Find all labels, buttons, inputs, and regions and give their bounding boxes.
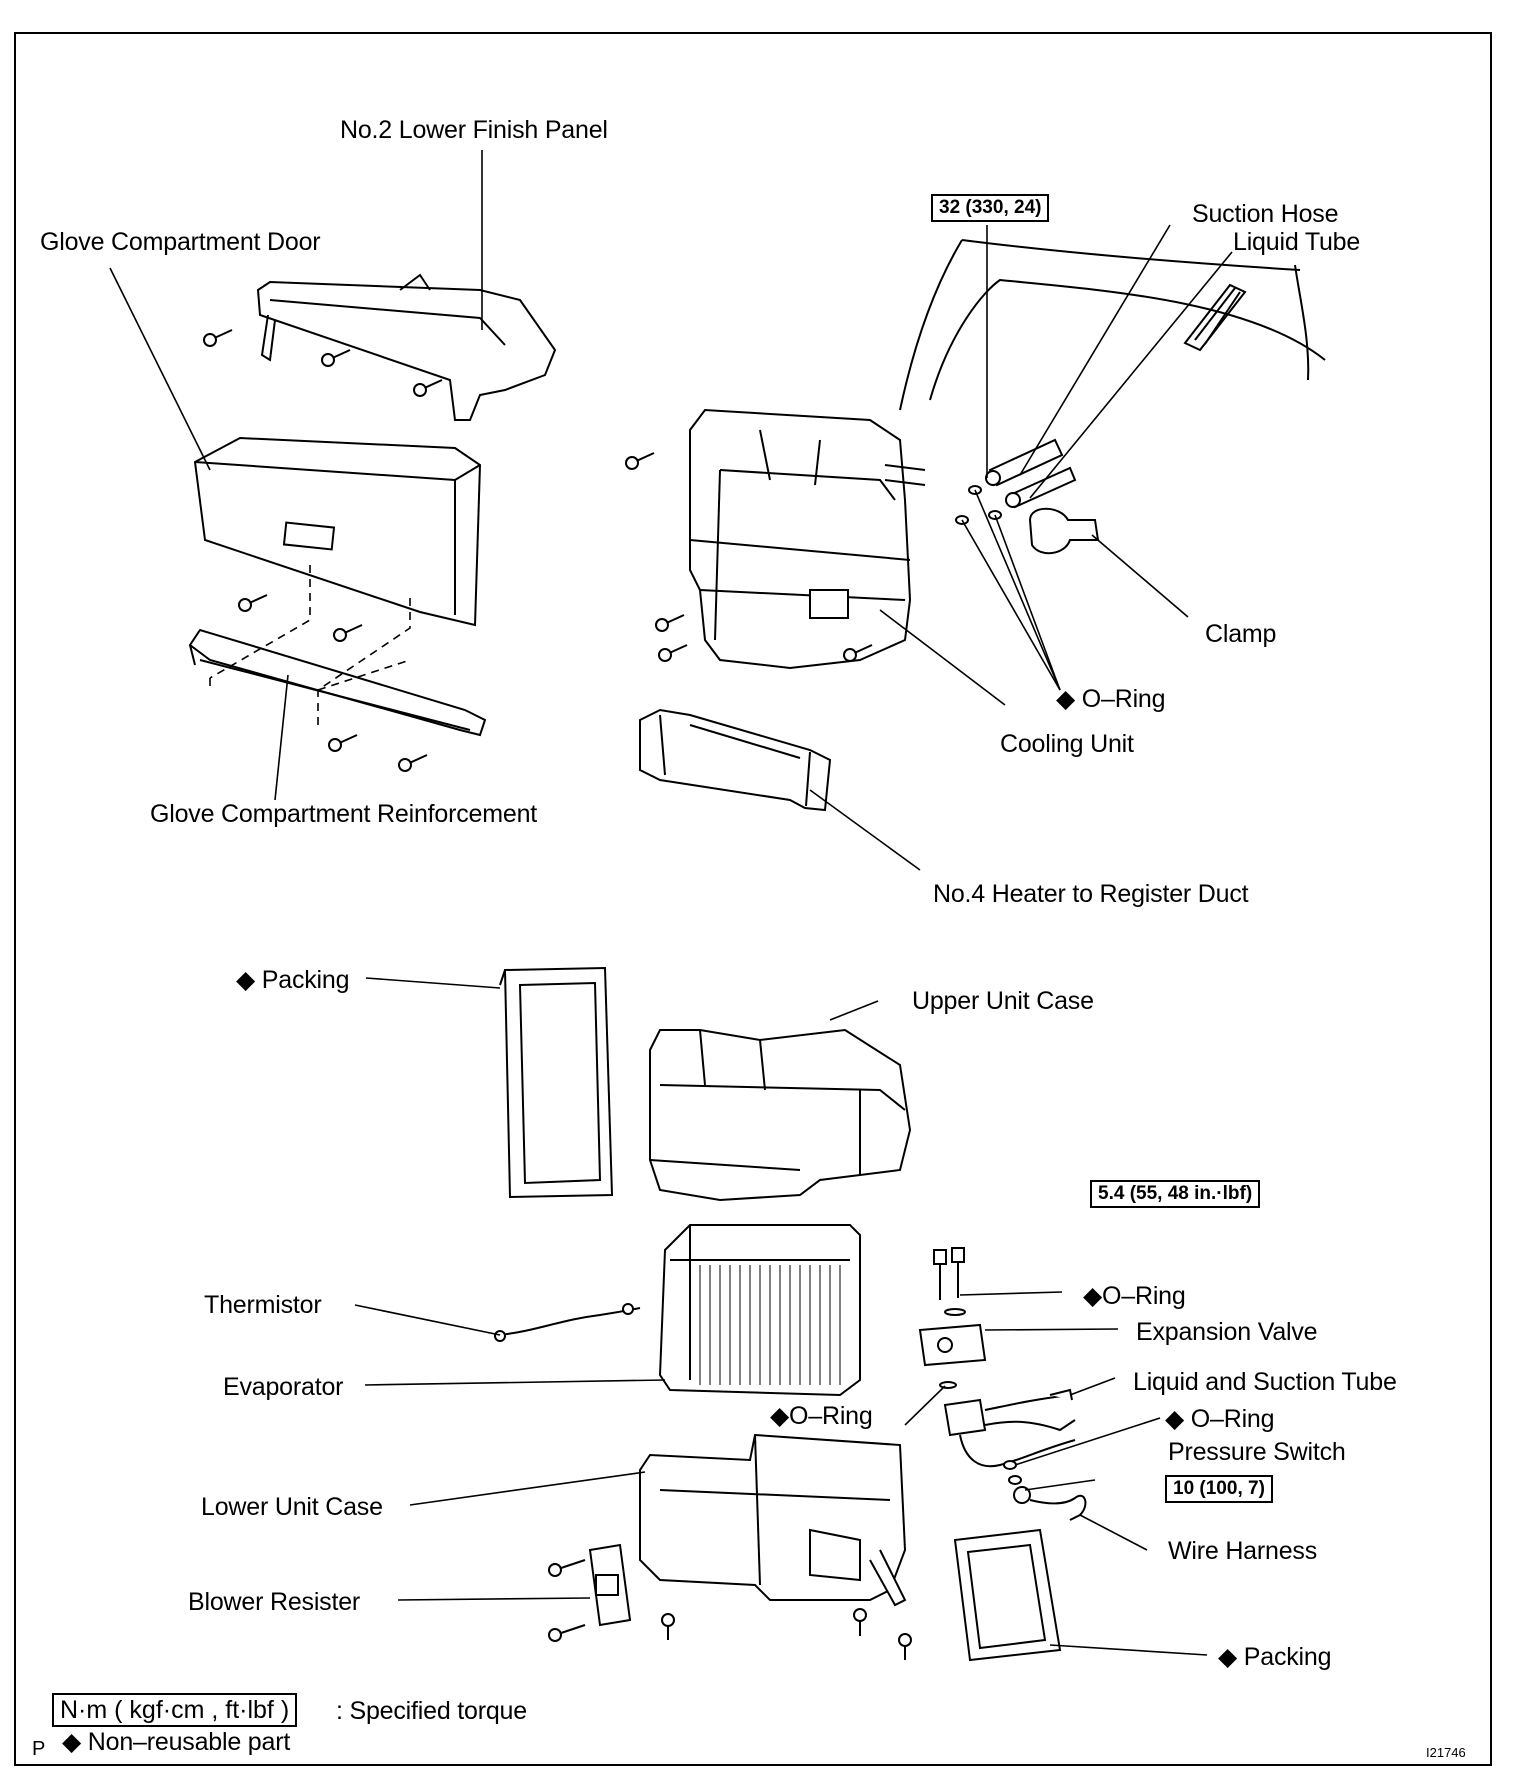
o-rings-top: [955, 485, 1002, 525]
label-glove-compartment-reinforcement: Glove Compartment Reinforcement: [150, 800, 538, 828]
evaporator-drawing: [658, 1224, 861, 1397]
label-cooling-unit: Cooling Unit: [1000, 730, 1134, 758]
legend-torque-description: : Specified torque: [336, 1697, 527, 1725]
label-o-ring-switch: ◆ O–Ring: [1165, 1405, 1275, 1433]
glove-compartment-reinforcement-drawing: [188, 628, 487, 737]
no2-lower-finish-panel-drawing: [256, 273, 557, 421]
label-o-ring-mid: ◆O–Ring: [770, 1402, 873, 1430]
suction-liquid-tube-drawing: [985, 438, 1077, 509]
figure-id: I21746: [1426, 1745, 1466, 1760]
torque-box-cooling-unit: 32 (330, 24): [931, 194, 1050, 222]
glove-compartment-door-drawing: [193, 436, 482, 627]
label-liquid-and-suction-tube: Liquid and Suction Tube: [1133, 1368, 1397, 1396]
lower-unit-case-drawing: [639, 1433, 907, 1607]
label-lower-unit-case: Lower Unit Case: [201, 1493, 383, 1521]
screws-lower: [548, 1559, 912, 1660]
thermistor-drawing: [494, 1303, 641, 1342]
label-o-ring-top: ◆ O–Ring: [1056, 685, 1166, 713]
label-no2-lower-finish-panel: No.2 Lower Finish Panel: [340, 116, 608, 144]
legend-non-reusable: ◆ Non–reusable part: [62, 1728, 291, 1756]
torque-box-pressure-switch: 10 (100, 7): [1165, 1475, 1273, 1503]
blower-resister-drawing: [588, 1543, 632, 1627]
screws-cooling: [625, 452, 873, 662]
upper-unit-case-drawing: [649, 1028, 912, 1202]
label-packing-top: ◆ Packing: [236, 966, 350, 994]
leader-lines: [109, 150, 1233, 1656]
liquid-suction-tube-drawing: [939, 1381, 1076, 1485]
label-pressure-switch: Pressure Switch: [1168, 1438, 1346, 1466]
label-blower-resister: Blower Resister: [188, 1588, 361, 1616]
screws-glove: [203, 329, 443, 772]
label-expansion-valve: Expansion Valve: [1136, 1318, 1318, 1346]
legend-torque-unit-box: N·m ( kgf·cm , ft·lbf ): [52, 1693, 298, 1727]
corner-mark: P: [32, 1738, 46, 1760]
evaporator-fins: [699, 1265, 841, 1385]
label-glove-compartment-door: Glove Compartment Door: [40, 228, 321, 256]
label-o-ring-valve: ◆O–Ring: [1083, 1282, 1186, 1310]
label-evaporator: Evaporator: [223, 1373, 344, 1401]
clamp-drawing: [1028, 507, 1100, 555]
label-thermistor: Thermistor: [204, 1291, 322, 1319]
torque-box-expansion-valve: 5.4 (55, 48 in.·lbf): [1090, 1180, 1261, 1208]
label-clamp: Clamp: [1205, 620, 1277, 648]
dashboard-outline-drawing: [899, 239, 1326, 411]
heater-duct-drawing: [639, 708, 832, 812]
label-wire-harness: Wire Harness: [1168, 1537, 1318, 1565]
dashed-guide-lines-glove: [209, 565, 411, 730]
label-upper-unit-case: Upper Unit Case: [912, 987, 1094, 1015]
packing-top-drawing: [499, 966, 614, 1199]
pressure-switch-drawing: [1013, 1486, 1087, 1521]
cooling-unit-drawing: [689, 408, 926, 670]
label-suction-hose: Suction Hose: [1192, 200, 1339, 228]
label-packing-bottom: ◆ Packing: [1218, 1643, 1332, 1671]
expansion-valve-drawing: [918, 1247, 987, 1367]
packing-bottom-drawing: [953, 1528, 1062, 1662]
label-no4-heater-duct: No.4 Heater to Register Duct: [933, 880, 1249, 908]
label-liquid-tube: Liquid Tube: [1233, 228, 1361, 256]
diagram-frame: [14, 32, 1492, 1766]
